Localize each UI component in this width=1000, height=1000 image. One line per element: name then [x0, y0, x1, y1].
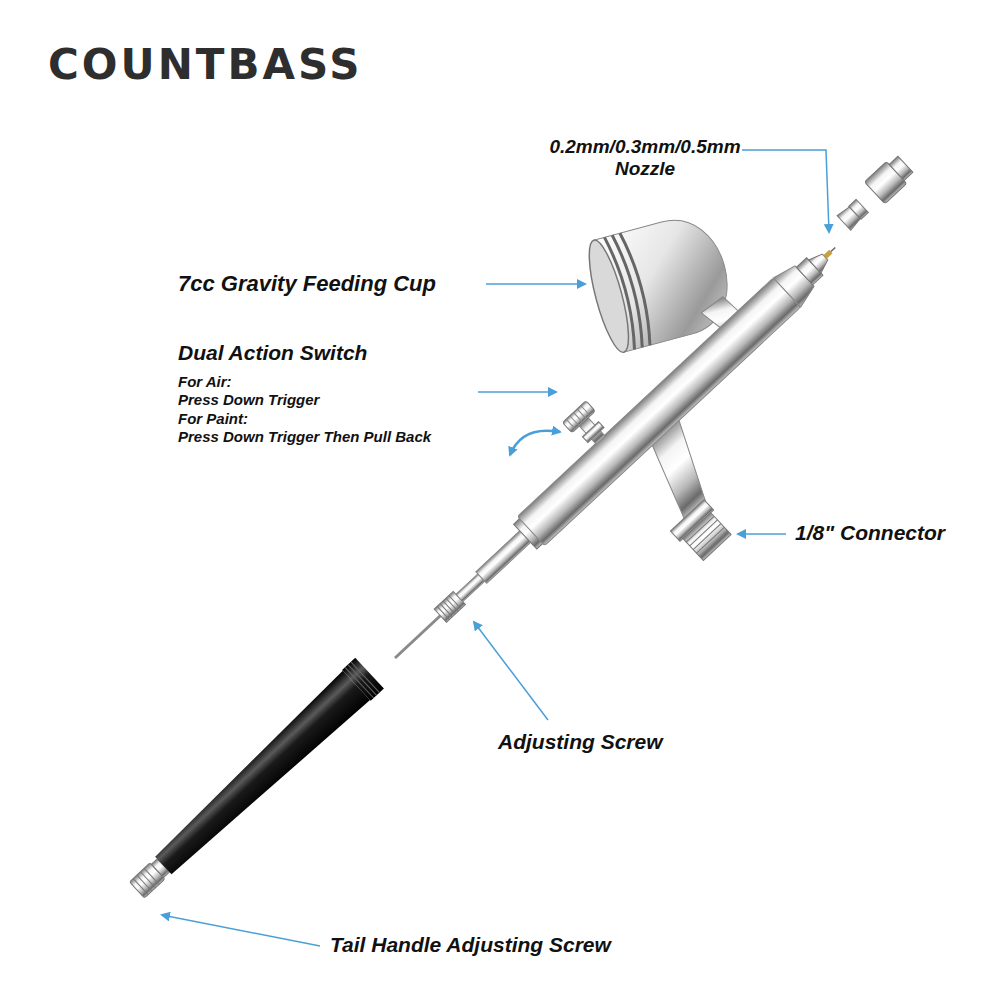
- note-text: For Paint:: [178, 410, 248, 427]
- brand-title: COUNTBASS: [48, 40, 363, 89]
- note-text: Press Down Trigger Then Pull Back: [178, 428, 431, 445]
- leader-lines: [162, 150, 829, 946]
- part-label: Dual Action Switch: [178, 341, 367, 365]
- note-text: Press Down Trigger: [178, 391, 319, 408]
- part-label: 1/8" Connector: [795, 521, 945, 545]
- tail-handle: [123, 658, 384, 906]
- note-text: For Air:: [178, 373, 232, 390]
- part-label: Adjusting Screw: [498, 730, 663, 754]
- part-label: 0.2mm/0.3mm/0.5mm Nozzle: [535, 136, 755, 180]
- airbrush-body: [355, 131, 1000, 759]
- part-label: 7cc Gravity Feeding Cup: [178, 271, 436, 296]
- part-label: Tail Handle Adjusting Screw: [330, 933, 611, 957]
